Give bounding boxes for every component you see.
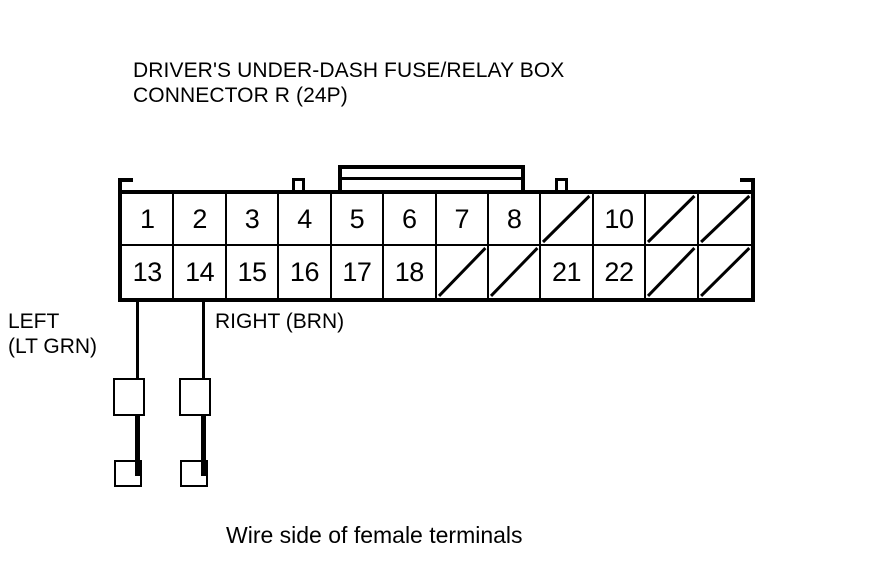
terminal-number: 4 bbox=[297, 203, 312, 234]
terminal-number: 18 bbox=[394, 256, 425, 287]
blank-cell-slash-icon bbox=[699, 246, 751, 298]
blank-cell-slash-icon bbox=[699, 194, 751, 244]
terminal-cell-2: 2 bbox=[174, 194, 227, 246]
terminal-cell-blank bbox=[698, 246, 751, 298]
connector-notch-left bbox=[118, 178, 133, 191]
terminal-cell-3: 3 bbox=[226, 194, 280, 246]
blank-cell-slash-icon bbox=[489, 246, 539, 298]
terminal-cell-7: 7 bbox=[436, 194, 489, 246]
terminal-number: 8 bbox=[506, 203, 522, 234]
terminal-tip-left bbox=[114, 460, 142, 487]
connector-notch-right bbox=[740, 178, 755, 191]
connector-assembly: 1 2 3 4 5 6 7 8 10 13 14 15 16 17 18 21 22 bbox=[118, 165, 755, 302]
terminal-cell-17: 17 bbox=[331, 246, 385, 298]
terminal-body-left bbox=[113, 378, 145, 416]
wire-drop-line-pin13 bbox=[136, 300, 139, 378]
terminal-cell-16: 16 bbox=[279, 246, 332, 298]
wire-label-left-line-1: LEFT bbox=[8, 310, 60, 333]
blank-cell-slash-icon bbox=[646, 246, 696, 298]
terminal-cell-blank bbox=[541, 194, 594, 246]
terminal-body-right bbox=[179, 378, 211, 416]
terminal-cell-1: 1 bbox=[122, 194, 175, 246]
terminal-cell-14: 14 bbox=[174, 246, 227, 298]
terminal-cell-4: 4 bbox=[279, 194, 332, 246]
terminal-cell-blank bbox=[646, 246, 699, 298]
terminal-number: 17 bbox=[342, 256, 372, 287]
terminal-cell-18: 18 bbox=[384, 246, 437, 298]
terminal-number: 21 bbox=[552, 256, 582, 287]
terminal-grid: 1 2 3 4 5 6 7 8 10 13 14 15 16 17 18 21 22 bbox=[122, 194, 751, 298]
terminal-number: 22 bbox=[604, 256, 634, 287]
terminal-cell-5: 5 bbox=[331, 194, 385, 246]
terminal-number: 10 bbox=[604, 203, 634, 234]
terminal-cell-8: 8 bbox=[488, 194, 542, 246]
blank-cell-slash-icon bbox=[541, 194, 591, 244]
terminal-number: 13 bbox=[132, 256, 163, 287]
diagram-title: DRIVER'S UNDER-DASH FUSE/RELAY BOX CONNE… bbox=[133, 58, 564, 108]
terminal-cell-21: 21 bbox=[541, 246, 594, 298]
terminal-stem-right bbox=[201, 416, 206, 476]
terminal-stem-left bbox=[135, 416, 140, 476]
connector-latch-inner-line bbox=[342, 177, 521, 180]
wire-label-left: LEFT (LT GRN) bbox=[8, 309, 97, 359]
blank-cell-slash-icon bbox=[437, 246, 487, 298]
terminal-number: 14 bbox=[185, 256, 215, 287]
blank-cell-slash-icon bbox=[646, 194, 696, 244]
terminal-cell-10: 10 bbox=[593, 194, 647, 246]
terminal-number: 7 bbox=[454, 203, 469, 234]
terminal-tip-right bbox=[180, 460, 208, 487]
terminal-number: 2 bbox=[192, 203, 207, 234]
wire-label-right-line-1: RIGHT (BRN) bbox=[215, 310, 345, 333]
diagram-caption: Wire side of female terminals bbox=[226, 522, 523, 548]
terminal-number: 3 bbox=[244, 203, 260, 234]
terminal-number: 6 bbox=[402, 203, 417, 234]
connector-tab-right bbox=[555, 178, 568, 191]
connector-shell: 1 2 3 4 5 6 7 8 10 13 14 15 16 17 18 21 22 bbox=[118, 190, 755, 302]
title-line-2: CONNECTOR R (24P) bbox=[133, 84, 348, 107]
terminal-cell-blank bbox=[436, 246, 489, 298]
wire-drop-line-pin14 bbox=[202, 300, 205, 378]
wire-label-left-line-2: (LT GRN) bbox=[8, 335, 98, 358]
terminal-cell-6: 6 bbox=[384, 194, 437, 246]
terminal-number: 1 bbox=[139, 203, 155, 234]
terminal-number: 16 bbox=[289, 256, 320, 287]
terminal-cell-13: 13 bbox=[122, 246, 175, 298]
terminal-number: 15 bbox=[237, 256, 268, 287]
wire-label-right: RIGHT (BRN) bbox=[215, 309, 344, 334]
terminal-cell-blank bbox=[646, 194, 699, 246]
terminal-cell-blank bbox=[488, 246, 542, 298]
terminal-cell-15: 15 bbox=[226, 246, 280, 298]
terminal-cell-22: 22 bbox=[593, 246, 647, 298]
title-line-1: DRIVER'S UNDER-DASH FUSE/RELAY BOX bbox=[133, 59, 565, 82]
terminal-number: 5 bbox=[349, 203, 365, 234]
terminal-cell-blank bbox=[698, 194, 751, 246]
connector-tab-left bbox=[292, 178, 305, 191]
